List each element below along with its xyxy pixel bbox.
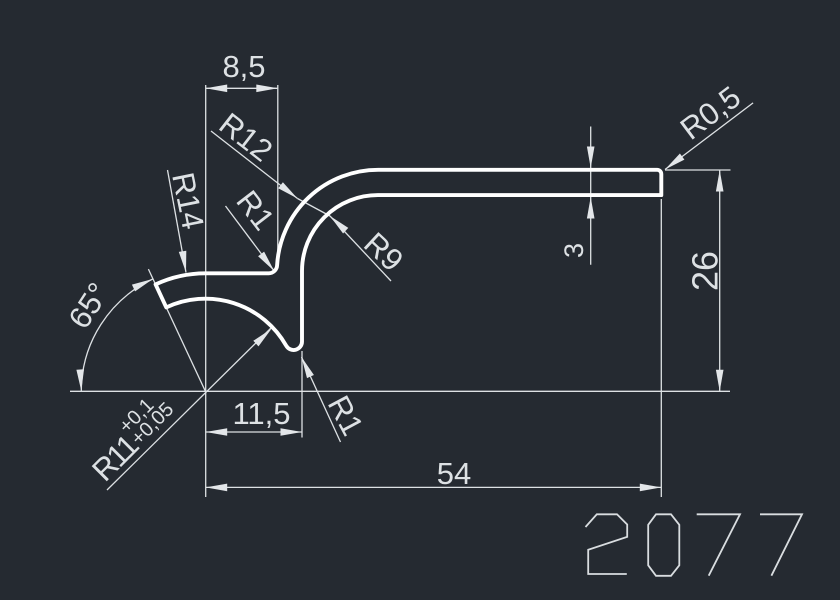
svg-text:3: 3 xyxy=(559,243,589,258)
svg-text:26: 26 xyxy=(685,251,726,291)
svg-text:11,5: 11,5 xyxy=(232,396,290,431)
svg-text:54: 54 xyxy=(437,456,471,491)
svg-text:8,5: 8,5 xyxy=(222,49,265,84)
